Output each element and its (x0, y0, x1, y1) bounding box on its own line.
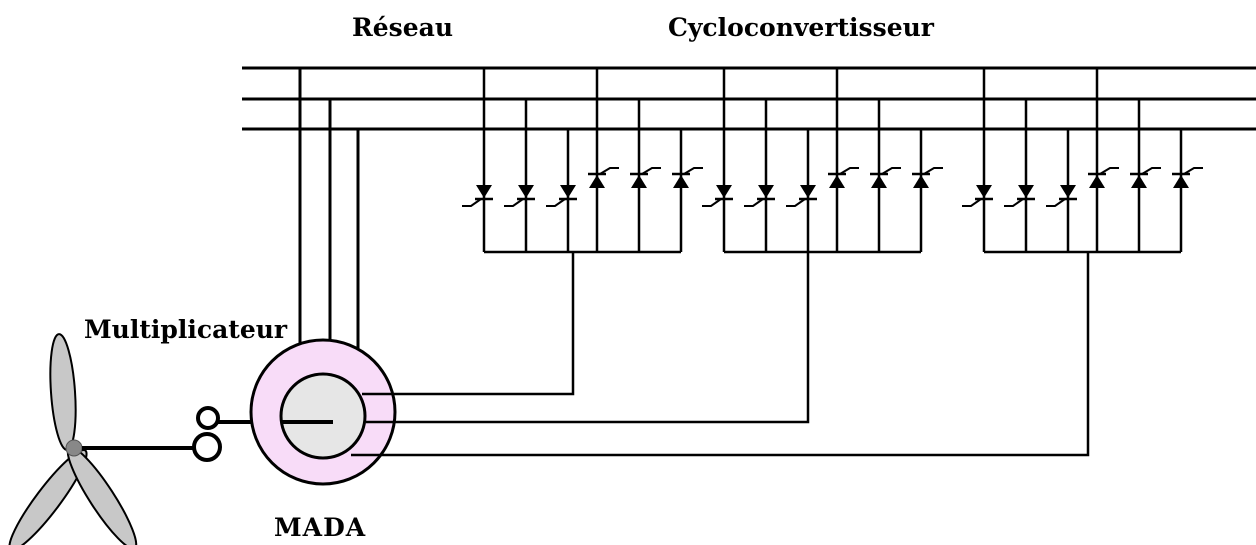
gearbox-label: Multiplicateur (84, 315, 288, 344)
turbine-hub (65, 439, 83, 457)
stator-connections (298, 68, 360, 380)
thyristor-2-5-gate (881, 167, 901, 175)
blade-lower-right (66, 446, 138, 545)
thyristor-2-2-gate (744, 198, 764, 207)
thyristor-3-5-gate (1141, 167, 1161, 175)
thyristor-3-1-triangle (976, 185, 992, 198)
rotor-connections (351, 252, 1090, 457)
rotor-wire-group-1 (362, 252, 575, 396)
thyristor-1-2-gate (504, 198, 524, 207)
thyristor-3-3-gate (1046, 198, 1066, 207)
network-label: Réseau (352, 13, 453, 42)
wind-turbine (8, 333, 138, 545)
converter-group-2 (702, 68, 943, 254)
thyristor-1-4-triangle (589, 175, 605, 188)
thyristor-3-6-triangle (1173, 175, 1189, 188)
thyristor-2-3-gate (786, 198, 806, 207)
thyristor-3-6-gate (1183, 167, 1203, 175)
thyristor-2-6-triangle (913, 175, 929, 188)
converter-group-3 (962, 68, 1203, 254)
thyristor-2-6-gate (923, 167, 943, 175)
thyristor-2-5-triangle (871, 175, 887, 188)
thyristor-3-4-triangle (1089, 175, 1105, 188)
thyristor-3-2-triangle (1018, 185, 1034, 198)
machine-label: MADA (274, 513, 366, 542)
network-bus (242, 66, 1256, 131)
thyristor-1-5-triangle (631, 175, 647, 188)
converter-group-1 (462, 68, 703, 254)
cycloconverter-groups (462, 68, 1203, 254)
gearbox-large-wheel (192, 432, 222, 462)
thyristor-2-2-triangle (758, 185, 774, 198)
rotor-wire-group-2 (366, 252, 810, 424)
gearbox-small-wheel (196, 406, 220, 430)
thyristor-1-3-triangle (560, 185, 576, 198)
thyristor-2-3-triangle (800, 185, 816, 198)
thyristor-3-2-gate (1004, 198, 1024, 207)
blade-lower-left (8, 448, 88, 545)
thyristor-3-5-triangle (1131, 175, 1147, 188)
thyristor-2-1-triangle (716, 185, 732, 198)
thyristor-2-4-triangle (829, 175, 845, 188)
thyristor-3-4-gate (1099, 167, 1119, 175)
thyristor-3-3-triangle (1060, 185, 1076, 198)
thyristor-2-4-gate (839, 167, 859, 175)
thyristor-1-1-gate (462, 198, 482, 207)
thyristor-1-2-triangle (518, 185, 534, 198)
thyristor-3-1-gate (962, 198, 982, 207)
thyristor-1-5-gate (641, 167, 661, 175)
thyristor-1-6-triangle (673, 175, 689, 188)
thyristor-1-3-gate (546, 198, 566, 207)
rotor-wire-group-3 (351, 252, 1090, 457)
thyristor-1-6-gate (683, 167, 703, 175)
blade-top (49, 333, 77, 451)
thyristor-1-1-triangle (476, 185, 492, 198)
thyristor-1-4-gate (599, 167, 619, 175)
mada-machine (249, 338, 397, 486)
rotor-core (279, 372, 367, 460)
cycloconverter-label: Cycloconvertisseur (668, 13, 935, 42)
thyristor-2-1-gate (702, 198, 722, 207)
